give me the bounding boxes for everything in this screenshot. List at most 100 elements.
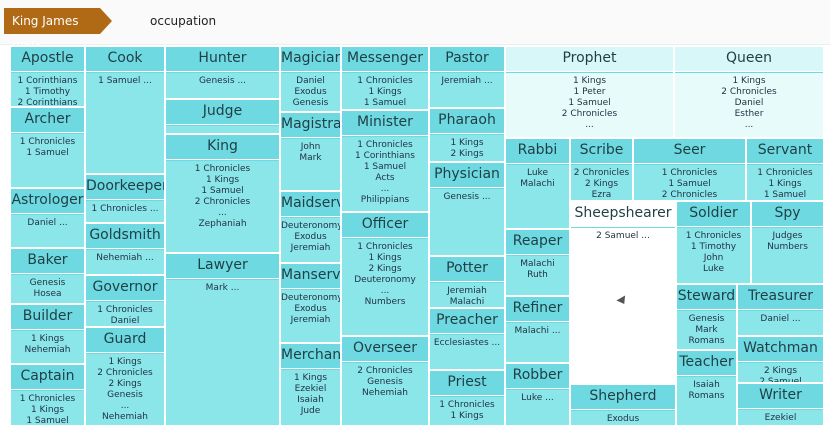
book-name: 2 Chronicles — [721, 87, 777, 97]
book-name: Malachi — [449, 297, 485, 307]
cell-title: Reaper — [506, 230, 569, 255]
cell-title: Manservant — [281, 264, 340, 289]
cell-judge[interactable]: Judge — [165, 99, 280, 134]
cell-manservant[interactable]: ManservantDeuteronomyExodusJeremiah — [280, 263, 341, 343]
cell-magistrate[interactable]: MagistrateJohnMark — [280, 112, 341, 191]
cell-title: Steward — [677, 285, 736, 310]
book-name: 1 Chronicles — [97, 305, 153, 315]
cell-book-list: Jeremiah ... — [430, 73, 504, 107]
book-name: 1 Samuel — [668, 179, 711, 189]
cell-title: Refiner — [506, 297, 569, 322]
book-name: ... — [380, 286, 390, 296]
book-name: 1 Kings — [572, 76, 607, 86]
cell-book-list: Exodus — [571, 411, 675, 425]
cell-book-list: 2 Samuel ... — [571, 228, 675, 383]
book-name: John — [300, 142, 321, 152]
cell-title: Messenger — [342, 47, 428, 72]
book-name: ... — [218, 208, 227, 218]
book-name: Mark — [695, 325, 718, 335]
book-name: Ezra — [591, 190, 612, 200]
book-name: Jude — [300, 406, 321, 416]
book-name: Nehemiah — [102, 412, 148, 422]
cell-title: Writer — [738, 384, 823, 409]
book-name: Luke — [703, 264, 724, 274]
cell-title: Magistrate — [281, 113, 340, 138]
book-name: Genesis — [107, 390, 143, 400]
book-name: Hosea — [33, 289, 62, 299]
book-name: 1 Samuel — [201, 186, 244, 196]
book-name: 2 Samuel ... — [596, 231, 650, 241]
cell-title: Potter — [430, 257, 504, 282]
book-name: Philippians — [360, 195, 410, 205]
cell-title: Overseer — [342, 337, 428, 362]
cell-maidservant[interactable]: MaidservantDeuteronomyExodusJeremiah — [280, 191, 341, 263]
book-name: Romans — [688, 336, 725, 346]
breadcrumb-root[interactable]: King James Bible — [4, 8, 100, 54]
book-name: 2 Chronicles — [561, 109, 618, 119]
book-name: 1 Kings — [108, 357, 142, 367]
cell-title: Shepherd — [571, 385, 675, 410]
cell-title: Watchman — [738, 337, 823, 362]
book-name: 1 Chronicles ... — [91, 204, 159, 214]
book-name: Genesis ... — [198, 76, 247, 86]
cell-title: Priest — [430, 371, 504, 396]
book-name: Deuteronomy — [281, 221, 341, 231]
book-name: Mark — [299, 153, 322, 163]
book-name: Acts — [375, 173, 395, 183]
book-name: Nehemiah — [24, 345, 71, 355]
book-name: 2 Kings — [763, 366, 798, 376]
